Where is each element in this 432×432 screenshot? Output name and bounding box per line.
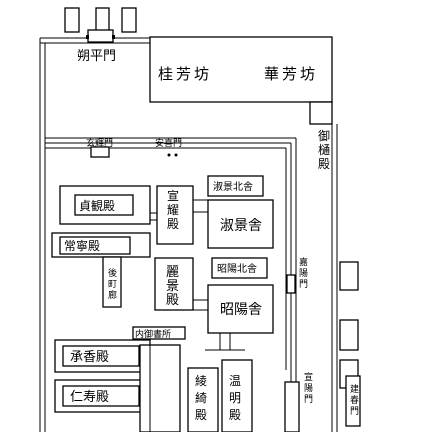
ryou-ki-den [187, 367, 219, 432]
label-sen-you-den: 宣耀殿 [167, 188, 179, 231]
sakuhei-gate [87, 29, 114, 43]
label-sen-you-mon: 宣陽門 [304, 371, 313, 405]
label-shuku-kei-sha: 淑景舎 [220, 218, 262, 234]
label-shuku-kei-hoku-sha: 淑景北舎 [213, 180, 253, 193]
label-kou-chou-rou: 後町廊 [108, 267, 117, 301]
kou-chou-rou [102, 256, 122, 308]
connectors [150, 199, 245, 351]
central-building [139, 344, 181, 432]
nai-gosho-dokoro [132, 326, 186, 340]
label-gen-ki-mon: 玄輝門 [86, 137, 113, 149]
label-an-ki-mon: 安喜門 [155, 137, 182, 149]
east-building-2 [339, 319, 359, 351]
ken-shun-gate [345, 375, 361, 427]
label-jou-gan-den: 貞観殿 [79, 199, 115, 213]
sen-you-gate [284, 381, 300, 432]
east-building-1 [339, 261, 359, 291]
top-building-3 [121, 7, 137, 33]
jou-nei-den-inner [59, 236, 131, 255]
on-mei-den [221, 359, 253, 432]
label-ka-hou-bou: 華芳坊 [264, 65, 318, 83]
label-kei-hou-bou: 桂芳坊 [158, 65, 212, 83]
shou-you-hoku-sha [211, 257, 268, 279]
label-ken-shun-mon: 建春門 [350, 383, 359, 417]
gen-ki-gate [90, 146, 110, 158]
label-gyo-hi-den: 御樋殿 [318, 128, 330, 171]
label-sakuhei-mon: 朔平門 [77, 49, 116, 64]
label-ryou-ki-den: 綾綺殿 [195, 373, 207, 422]
label-rei-kei-den: 麗景殿 [166, 265, 179, 308]
rei-kei-den [154, 257, 194, 311]
label-shou-you-sha: 昭陽舎 [220, 302, 262, 318]
label-nai-gosho-dokoro: 内御書所 [135, 328, 171, 340]
shuku-kei-sha [207, 199, 274, 249]
jin-ju-den-inner [62, 385, 140, 407]
gyo-hi-den-building [309, 101, 333, 125]
top-building-1 [64, 7, 80, 33]
label-shou-you-hoku-sha: 昭陽北舎 [217, 263, 257, 275]
kei-hou-bou-block [149, 36, 333, 103]
jou-gan-den-inner [74, 194, 134, 216]
shuku-kei-hoku-sha [207, 175, 264, 197]
label-jou-nei-den: 常寧殿 [64, 238, 100, 253]
label-jin-ju-den: 仁寿殿 [70, 390, 109, 405]
shou-you-sha [207, 284, 274, 334]
shou-kyou-den-inner [62, 345, 140, 367]
label-ka-you-mon: 嘉陽門 [299, 256, 308, 290]
label-on-mei-den: 温明殿 [229, 374, 241, 422]
ka-you-gate [286, 274, 296, 294]
label-shou-kyou-den: 承香殿 [70, 350, 109, 365]
sen-you-den [156, 185, 194, 245]
top-building-2 [95, 7, 110, 33]
